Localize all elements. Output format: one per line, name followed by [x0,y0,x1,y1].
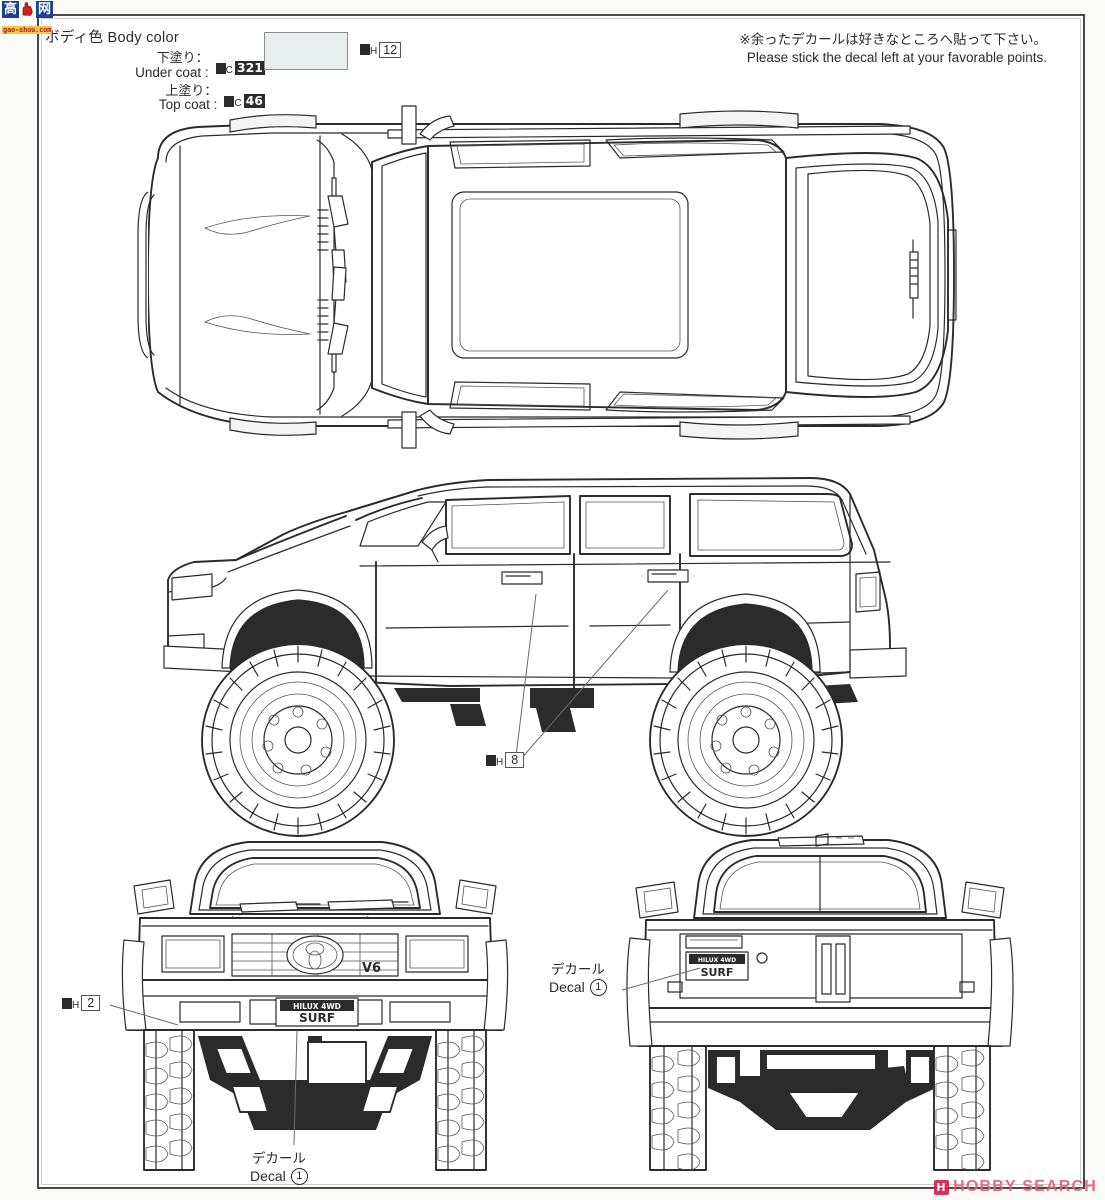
under-coat-label-jp: 下塗り： [156,51,209,66]
decal-front-number: 1 [290,1168,308,1186]
plate-bottom-text: SURF [701,966,734,979]
site-logo-watermark: 高网 gao-shou.com [2,1,64,41]
under-coat-series: C [225,64,233,76]
body-color-heading-jp: ボディ色 [45,30,104,46]
paint-brand-flag-icon [360,44,370,56]
decal-rear-label-en: Decal [549,978,585,995]
swatch-series: H [370,46,378,58]
rear-tire-left [649,1045,707,1171]
top-coat-series: C [234,97,242,109]
vehicle-rear-view: HILUX 4WD SURF [620,830,1020,1175]
top-coat-code-value: 46 [243,93,265,109]
logo-char-1: 高 [2,1,19,18]
decal-note-jp: ※余ったデカールは好きなところへ貼って下さい。 [739,32,1047,48]
rear-tire-right [933,1045,991,1171]
logo-url-text: gao-shou.com [2,26,53,34]
decal-rear-label-jp: デカール [550,962,605,978]
paint-brand-flag-icon [215,62,226,74]
decal-front-label-en: Decal [250,1167,286,1184]
paint-brand-flag-icon [62,997,72,1009]
grille-badge: V6 [362,961,381,976]
paint-brand-flag-icon [486,754,496,766]
ph2-series: H [72,999,80,1011]
swatch-code-value: 12 [379,41,402,58]
hand-pointing-icon [19,1,36,18]
plate-top-text: HILUX 4WD [698,957,736,964]
ph2-code-value: 2 [81,995,101,1011]
top-coat-label-en: Top coat : [158,97,218,113]
decal-note-en: Please stick the decal left at your favo… [746,50,1047,65]
hobbysearch-mark-icon: H [934,1179,950,1195]
vehicle-side-view [150,450,1030,850]
front-tire-left [143,1029,195,1171]
logo-char-2: 网 [36,1,53,18]
front-license-plate: HILUX 4WD SURF [275,997,359,1027]
hobbysearch-watermark: H HOBBY SEARCH [934,1178,1097,1196]
plate-bottom-text: SURF [299,1011,335,1025]
under-coat-code-value: 321 [234,60,265,76]
paint-brand-flag-icon [224,95,235,107]
rear-license-plate: HILUX 4WD SURF [685,951,749,981]
vehicle-top-view [120,100,1000,450]
decal-note: ※余ったデカールは好きなところへ貼って下さい。 Please stick the… [739,28,1047,65]
decal-rear-number: 1 [589,979,607,997]
toyota-emblem [286,935,344,975]
ph8-series: H [496,756,504,768]
body-color-heading: ボディ色 Body color [45,26,265,47]
decal-front-label-jp: デカール [251,1151,306,1167]
color-swatch [264,32,348,70]
plate-top-text: HILUX 4WD [293,1002,341,1011]
body-color-heading-en: Body color [107,30,180,46]
hobbysearch-text: HOBBY SEARCH [953,1178,1097,1195]
ph8-code-value: 8 [505,752,525,768]
vehicle-front-view: V6 HILUX 4WD SURF [120,830,510,1175]
front-tire-right [435,1029,487,1171]
top-coat-label-jp: 上塗り： [165,83,218,99]
under-coat-label-en: Under coat : [135,64,209,80]
